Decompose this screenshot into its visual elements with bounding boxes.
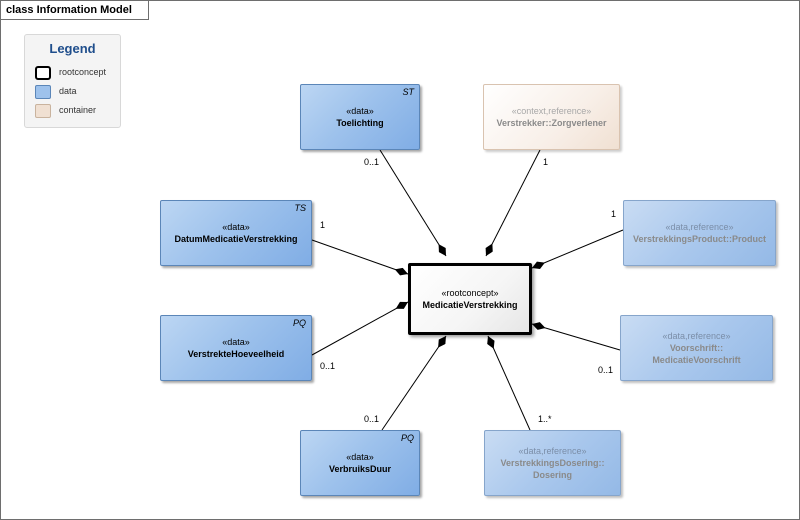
node-verstrekte-hoeveelheid[interactable]: PQ «data» VerstrekteHoeveelheid — [160, 315, 312, 381]
data-swatch-icon — [35, 85, 51, 99]
multiplicity-product: 1 — [611, 209, 617, 219]
node-name: VerstrekkingsProduct::Product — [632, 234, 767, 244]
node-name-line2: Dosering — [532, 470, 572, 480]
node-datum-medicatie-verstrekking[interactable]: TS «data» DatumMedicatieVerstrekking — [160, 200, 312, 266]
node-name: MedicatieVerstrekking — [422, 300, 518, 310]
datatype-label: ST — [402, 87, 414, 97]
legend: Legend rootconcept data container — [24, 34, 121, 128]
node-verstrekkings-dosering[interactable]: «data,reference» VerstrekkingsDosering::… — [484, 430, 621, 496]
connector-dosering — [487, 335, 531, 431]
node-stereotype: «data» — [222, 222, 250, 232]
node-toelichting[interactable]: ST «data» Toelichting — [300, 84, 420, 150]
multiplicity-hoeveelheid: 0..1 — [320, 361, 336, 371]
connector-hoeveelheid — [311, 301, 409, 356]
node-stereotype: «rootconcept» — [441, 288, 499, 298]
rootconcept-swatch-icon — [35, 66, 51, 80]
legend-label: container — [59, 105, 97, 115]
node-zorgverlener[interactable]: «context,reference» Verstrekker::Zorgver… — [483, 84, 620, 150]
node-medicatie-verstrekking[interactable]: «rootconcept» MedicatieVerstrekking — [408, 263, 532, 335]
multiplicity-duur: 0..1 — [364, 414, 380, 424]
multiplicity-datum: 1 — [320, 220, 326, 230]
connector-voorschrift — [531, 322, 621, 351]
connector-datum — [311, 239, 409, 276]
node-stereotype: «data» — [222, 337, 250, 347]
multiplicity-zorgverlener: 1 — [543, 157, 549, 167]
datatype-label: TS — [294, 203, 306, 213]
node-name: VerstrekteHoeveelheid — [187, 349, 285, 359]
legend-label: data — [59, 86, 77, 96]
diagram-title: class Information Model — [1, 1, 149, 20]
connector-duur — [381, 335, 447, 431]
node-stereotype: «data» — [346, 106, 374, 116]
node-verstrekkings-product[interactable]: «data,reference» VerstrekkingsProduct::P… — [623, 200, 776, 266]
node-stereotype: «data» — [346, 452, 374, 462]
datatype-label: PQ — [400, 433, 414, 443]
node-stereotype: «data,reference» — [662, 331, 731, 341]
node-name: Verstrekker::Zorgverlener — [496, 118, 607, 128]
connector-zorgverlener — [485, 149, 541, 257]
node-stereotype: «context,reference» — [511, 106, 592, 116]
node-name: DatumMedicatieVerstrekking — [174, 234, 298, 244]
datatype-label: PQ — [292, 318, 306, 328]
node-stereotype: «data,reference» — [518, 446, 587, 456]
connector-product — [531, 229, 624, 269]
container-swatch-icon — [35, 104, 51, 118]
multiplicity-voorschrift: 0..1 — [598, 365, 614, 375]
node-stereotype: «data,reference» — [665, 222, 734, 232]
node-name-line1: VerstrekkingsDosering:: — [500, 458, 605, 468]
multiplicity-dosering: 1..* — [538, 414, 552, 424]
node-name-line2: MedicatieVoorschrift — [652, 355, 741, 365]
node-name: VerbruiksDuur — [328, 464, 392, 474]
multiplicity-toelichting: 0..1 — [364, 157, 380, 167]
legend-label: rootconcept — [59, 67, 107, 77]
node-voorschrift[interactable]: «data,reference» Voorschrift:: Medicatie… — [620, 315, 773, 381]
node-verbruiks-duur[interactable]: PQ «data» VerbruiksDuur — [300, 430, 420, 496]
connector-toelichting — [379, 149, 447, 257]
node-name: Toelichting — [336, 118, 384, 128]
node-name-line1: Voorschrift:: — [669, 343, 724, 353]
legend-title: Legend — [49, 41, 96, 56]
